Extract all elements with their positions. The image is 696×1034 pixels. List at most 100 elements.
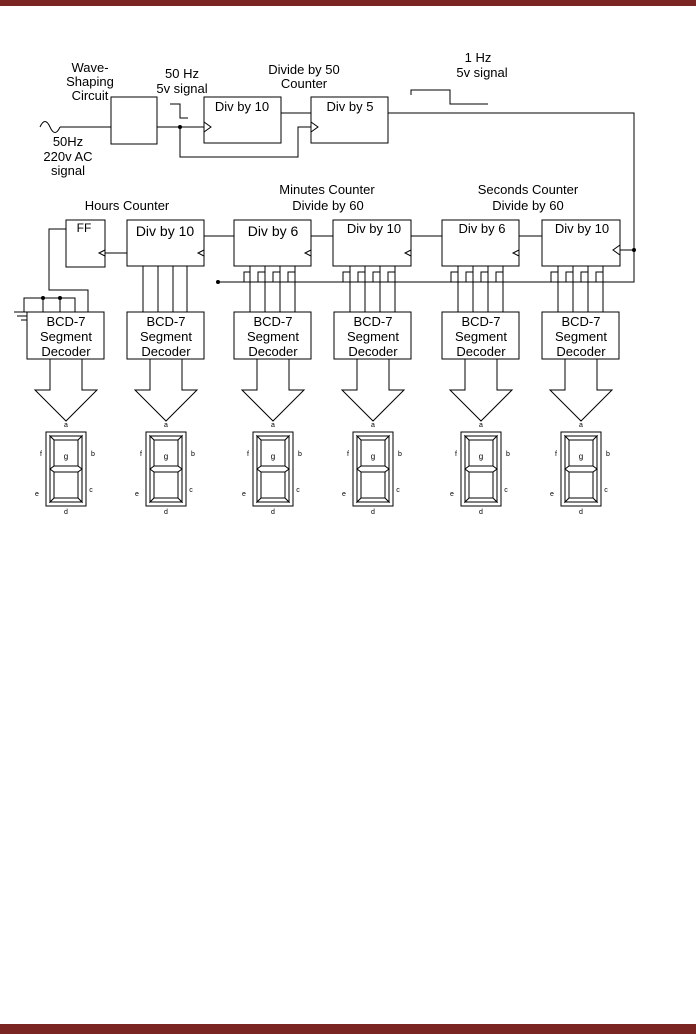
segment-label-f: f [555,451,557,458]
segment-label-d: d [64,509,68,516]
divide-by-50-label-1: Divide by 50 [268,62,340,77]
signal-1hz-freq: 1 Hz [465,50,492,65]
decoder-minutes-tens: BCD-7 Segment Decoder [233,311,312,360]
segment-label-b: b [606,451,610,458]
segment-label-a: a [579,422,583,429]
clock-input-icon [203,121,212,133]
segment-label-f: f [455,451,457,458]
seven-segment-digit-icon [355,434,391,504]
decoder-hours-units: BCD-7 Segment Decoder [126,311,205,360]
input-signal-label: signal [51,163,85,178]
arrow-down-icon [240,359,306,422]
segment-label-a: a [64,422,68,429]
decoder-label-1: BCD-7 [46,314,85,329]
junction-dot [41,296,45,300]
minutes-div-by-10-label: Div by 10 [347,221,401,236]
segment-label-b: b [91,451,95,458]
segment-label-b: b [298,451,302,458]
segment-label-d: d [479,509,483,516]
segment-label-c: c [89,487,93,494]
wave-shaping-label-2: Shaping [66,74,114,89]
signal-50hz-level: 5v signal [156,81,207,96]
decoder-seconds-units: BCD-7 Segment Decoder [541,311,620,360]
decoder-label-2: Segment [40,329,92,344]
segment-label-d: d [579,509,583,516]
seconds-divide-title: Divide by 60 [492,198,564,213]
junction-dot [58,296,62,300]
segment-label-g: g [64,452,68,461]
segment-label-c: c [604,487,608,494]
decoder-label-2: Segment [555,329,607,344]
clock-input-icon [511,249,520,257]
divide-by-50-label-2: Counter [281,76,328,91]
div-by-5-label: Div by 5 [327,99,374,114]
seconds-div-by-10-block [541,219,621,267]
wave-shaping-label-3: Circuit [72,88,109,103]
arrow-down-icon [340,359,406,422]
segment-label-e: e [135,491,139,498]
segment-label-f: f [140,451,142,458]
segment-label-g: g [479,452,483,461]
wave-shaping-label-1: Wave- [71,60,108,75]
arrow-down-icon [133,359,199,422]
decoder-minutes-units: BCD-7 Segment Decoder [333,311,412,360]
minutes-div-by-6-label: Div by 6 [248,223,299,239]
seven-segment-digit-icon [48,434,84,504]
bottom-frame-bar [0,1024,696,1034]
segment-label-f: f [347,451,349,458]
decoder-label-3: Decoder [456,344,506,359]
bcd-bit-lines [142,266,604,312]
div-by-5-block [310,96,389,144]
reset-taps [243,271,603,282]
decoder-seconds-tens: BCD-7 Segment Decoder [441,311,520,360]
hours-div-by-10-block [126,219,205,267]
ac-sine-icon [39,121,61,133]
seven-segment-display-5: a f g b e c d [450,422,510,516]
seven-segment-display-6: a f g b e c d [550,422,610,516]
input-freq-label: 50Hz [53,134,83,149]
wire-common-reset-bus [218,250,635,283]
decoder-label-3: Decoder [41,344,91,359]
flip-flop-block [65,219,106,268]
decoder-label-2: Segment [247,329,299,344]
decoder-label-1: BCD-7 [353,314,392,329]
seconds-div-by-10-label: Div by 10 [555,221,609,236]
hours-div-by-10-label: Div by 10 [136,223,195,239]
seven-segment-digit-icon [563,434,599,504]
junction-dot [216,280,220,284]
pulse-1hz-icon [410,89,488,105]
segment-label-f: f [247,451,249,458]
segment-label-c: c [504,487,508,494]
decoder-label-3: Decoder [348,344,398,359]
segment-label-b: b [506,451,510,458]
segment-label-a: a [271,422,275,429]
seven-segment-display-3: a f g b e c d [242,422,302,516]
segment-label-a: a [164,422,168,429]
arrow-down-icon [548,359,614,422]
arrow-down-icon [448,359,514,422]
decoder-hours-tens: BCD-7 Segment Decoder [26,311,105,360]
clock-input-icon [310,121,319,133]
segment-label-e: e [450,491,454,498]
segment-label-c: c [396,487,400,494]
seconds-div-by-6-block [441,219,520,267]
seconds-div-by-6-label: Div by 6 [459,221,506,236]
decoder-label-1: BCD-7 [461,314,500,329]
segment-label-g: g [579,452,583,461]
seven-segment-display-4: a f g b e c d [342,422,402,516]
ground-icon [14,297,76,321]
segment-label-e: e [550,491,554,498]
hours-counter-title: Hours Counter [85,198,170,213]
segment-label-b: b [191,451,195,458]
segment-label-f: f [40,451,42,458]
seven-segment-display-2: a f g b e c d [135,422,195,516]
segment-label-b: b [398,451,402,458]
wire-1hz-to-seconds [388,112,635,251]
segment-label-d: d [271,509,275,516]
input-voltage-label: 220v AC [43,149,92,164]
segment-label-e: e [342,491,346,498]
div-by-10-block-top [203,96,282,144]
wire-reset-to-div5 [179,126,311,158]
segment-label-c: c [189,487,193,494]
